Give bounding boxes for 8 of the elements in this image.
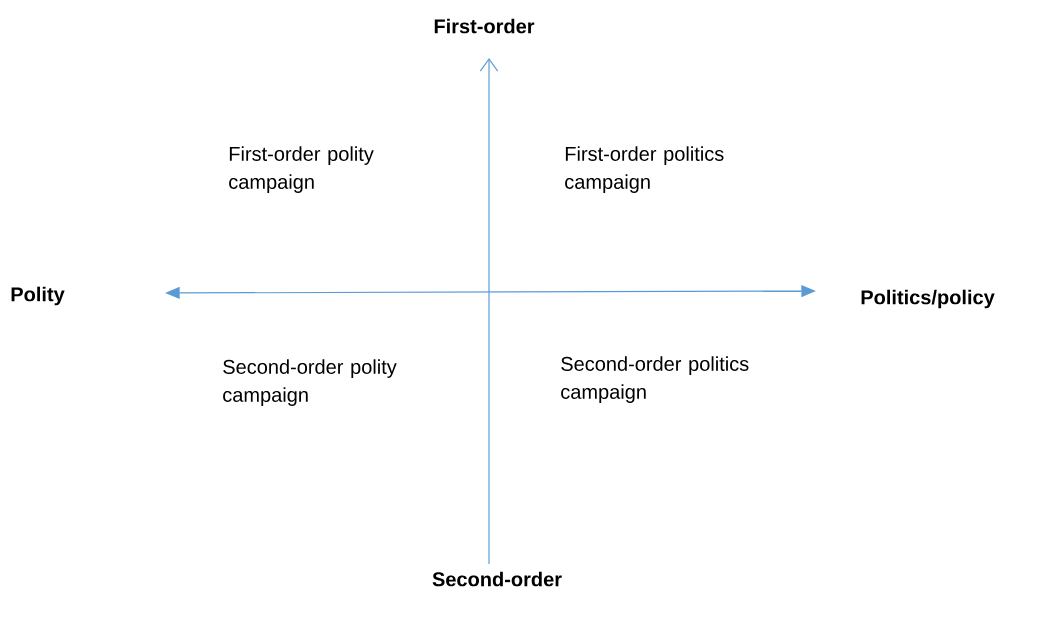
- axis-label: Polity: [11, 286, 65, 306]
- axis-label: First-order: [434, 18, 535, 34]
- axis-label: Second-order: [432, 571, 562, 587]
- quadrant-label: First-order polity campaign: [229, 146, 374, 193]
- quadrant-label: First-order politics campaign: [565, 146, 724, 193]
- quadrant-label: Second-order politics campaign: [561, 356, 749, 403]
- quadrant-label: Second-order polity campaign: [223, 359, 397, 406]
- axis-label: Politics/policy: [861, 289, 995, 309]
